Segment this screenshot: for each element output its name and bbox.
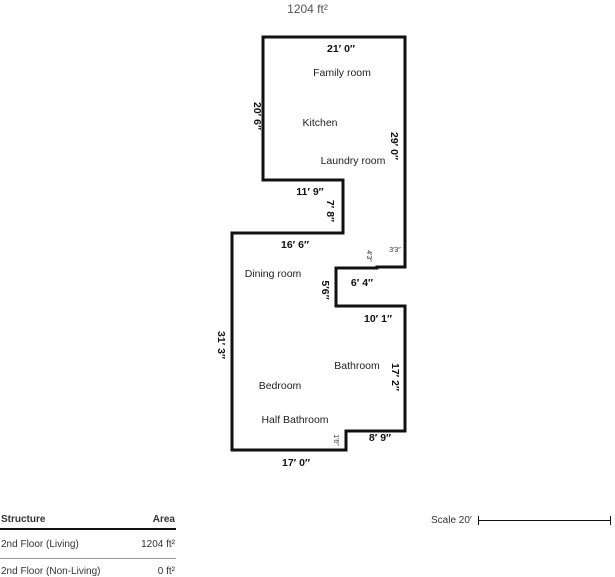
area-table-row: 2nd Floor (Non-Living) 0 ft² [0, 559, 176, 577]
area-table-row: 2nd Floor (Living) 1204 ft² [0, 530, 176, 559]
header-structure: Structure [1, 514, 46, 525]
area-table-header: Structure Area [0, 514, 176, 530]
dim-top-width: 21′ 0″ [327, 43, 355, 55]
dim-bottom-small: 1′6″ [332, 434, 339, 446]
header-area: Area [152, 514, 175, 525]
room-kitchen: Kitchen [302, 117, 337, 129]
room-bathroom: Bathroom [334, 360, 380, 372]
row-area: 1204 ft² [141, 539, 175, 550]
dim-step-height: 7′ 8″ [324, 200, 336, 222]
dim-notch-height: 5′6″ [319, 280, 331, 299]
dim-notch-small-v: 4′3″ [365, 250, 372, 262]
dim-dining-width: 16′ 6″ [281, 239, 309, 251]
floor-plan: Family room Kitchen Laundry room Dining … [215, 35, 407, 469]
row-structure: 2nd Floor (Living) [1, 539, 79, 550]
dim-notch-small-h: 3′3″ [389, 247, 401, 254]
scale-label: Scale 20′ [431, 515, 472, 526]
row-structure: 2nd Floor (Non-Living) [1, 566, 101, 577]
dim-notch-width: 6′ 4″ [351, 277, 373, 289]
dim-left-upper: 20′ 6″ [251, 102, 263, 130]
dim-step-width: 11′ 9″ [296, 186, 323, 198]
room-laundry-room: Laundry room [321, 155, 386, 167]
scale-bar [477, 516, 611, 525]
dim-bottom-right-width: 8′ 9″ [369, 432, 391, 444]
room-dining-room: Dining room [245, 268, 302, 280]
dim-left-lower: 31′ 3″ [215, 331, 227, 359]
area-table: Structure Area 2nd Floor (Living) 1204 f… [0, 514, 176, 577]
total-area: 1204 ft² [287, 2, 328, 16]
room-family-room: Family room [313, 67, 371, 79]
dim-right-upper: 29′ 0″ [388, 132, 400, 160]
dim-bath-width: 10′ 1″ [364, 313, 392, 325]
dim-bath-height: 17′ 2″ [389, 363, 401, 391]
row-area: 0 ft² [157, 566, 175, 577]
room-half-bathroom: Half Bathroom [261, 414, 328, 426]
floor-plan-outline [230, 35, 407, 452]
room-bedroom: Bedroom [259, 380, 302, 392]
dim-bottom-width: 17′ 0″ [282, 457, 310, 469]
scale-legend: Scale 20′ [431, 515, 611, 526]
